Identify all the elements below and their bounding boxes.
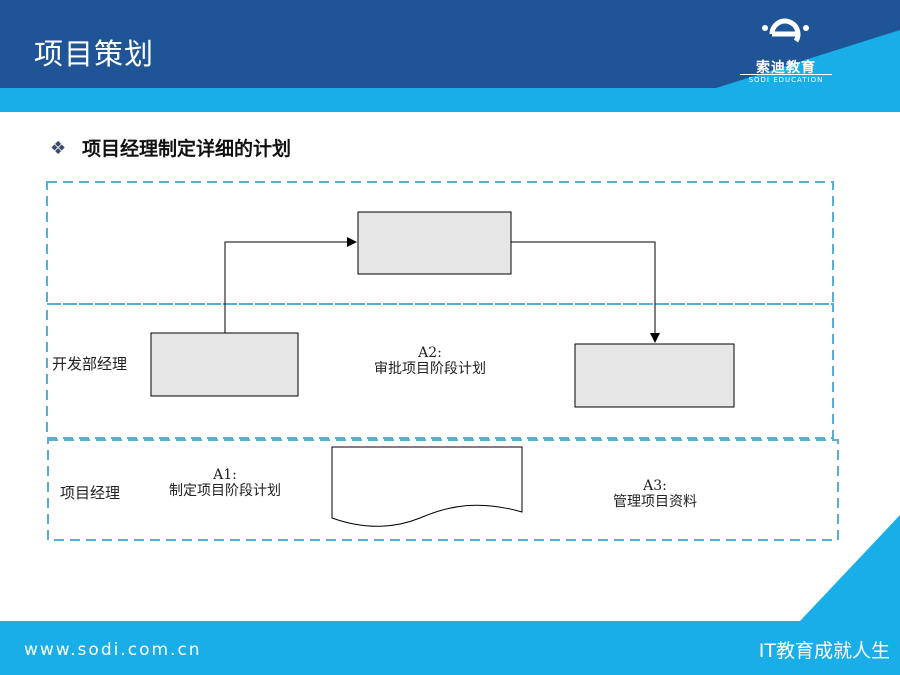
logo-e-icon: [762, 18, 809, 43]
connector-left-to-top: [224, 237, 357, 333]
process-box-top: [357, 211, 512, 275]
node-a2: A2: 审批项目阶段计划: [355, 345, 505, 377]
connector-top-to-right: [511, 241, 660, 343]
document-shape: [331, 446, 523, 527]
node-a3: A3: 管理项目资料: [580, 478, 730, 510]
section-heading: 项目经理制定详细的计划: [82, 138, 292, 160]
process-box-right: [574, 343, 735, 408]
logo-subtext: SODI EDUCATION: [740, 74, 832, 84]
footer-band: [0, 621, 900, 675]
header-band: [0, 0, 900, 88]
bullet-icon: ❖: [50, 138, 67, 159]
lane-dept-manager: [46, 303, 834, 439]
footer-slogan: IT教育成就人生: [758, 640, 890, 662]
footer-wedge-shape: [800, 515, 900, 621]
node-a1-id: A1:: [213, 467, 237, 483]
header-wedge-base: [610, 88, 900, 112]
node-a1: A1: 制定项目阶段计划: [150, 467, 300, 499]
logo-text: 索迪教育: [756, 60, 816, 76]
lane-label-project-manager: 项目经理: [60, 484, 121, 502]
node-a1-text: 制定项目阶段计划: [169, 483, 281, 499]
node-a3-text: 管理项目资料: [613, 494, 697, 510]
node-a2-id: A2:: [418, 345, 442, 361]
page-title: 项目策划: [34, 37, 155, 71]
lane-label-dept-manager: 开发部经理: [52, 355, 128, 373]
logo: 索迪教育 SODI EDUCATION: [740, 14, 832, 86]
process-box-left: [150, 332, 299, 397]
header-wedge: [610, 30, 900, 112]
node-a3-id: A3:: [643, 478, 667, 494]
node-a2-text: 审批项目阶段计划: [374, 361, 486, 377]
footer-url-link[interactable]: www.sodi.com.cn: [24, 640, 202, 660]
lane-project-manager: [47, 439, 839, 541]
